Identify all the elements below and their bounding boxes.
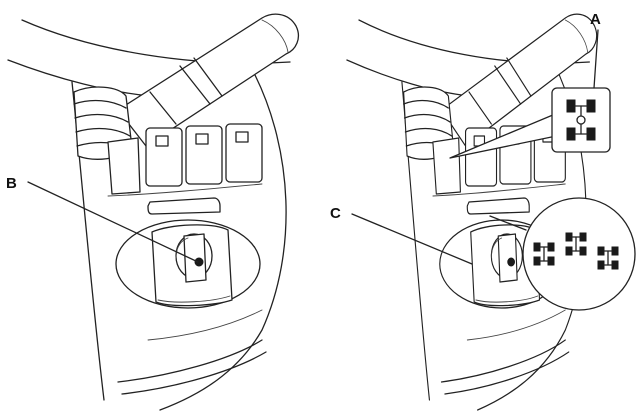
- label-c: C: [330, 205, 341, 222]
- left-panel: B: [6, 13, 300, 411]
- label-b: B: [6, 175, 17, 192]
- leader-line-c: [351, 213, 473, 265]
- leader-line-mode: [489, 215, 527, 231]
- callout-a: A: [551, 11, 611, 153]
- right-panel: A C: [330, 11, 636, 411]
- label-a: A: [590, 11, 601, 28]
- drive-mode-callout: [522, 197, 636, 311]
- leader-line-b: [27, 181, 199, 263]
